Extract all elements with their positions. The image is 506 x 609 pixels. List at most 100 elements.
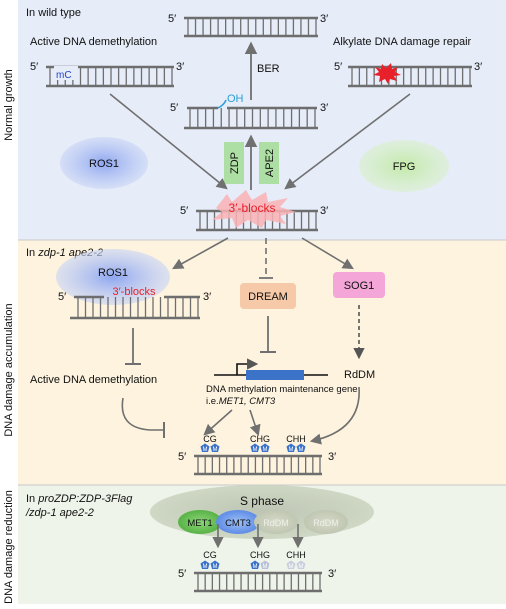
p3-chg-label: CHG xyxy=(250,550,270,560)
dna-p2-5-label: 5′ xyxy=(178,451,186,463)
p3-cg-label: CG xyxy=(203,550,217,560)
dna-top-3-label: 3′ xyxy=(320,13,328,25)
blocks-to-ros1-arrow xyxy=(172,237,229,270)
s-phase-label: S phase xyxy=(240,494,284,508)
svg-text:M: M xyxy=(203,564,208,570)
dream-box xyxy=(240,283,296,309)
methyl-mark: M xyxy=(210,443,220,453)
svg-text:M: M xyxy=(263,564,268,570)
methyl-mark: M xyxy=(260,560,270,570)
blocks-to-sog1-arrow xyxy=(301,237,354,270)
blocks-label: 3′-blocks xyxy=(229,201,276,215)
svg-text:M: M xyxy=(263,447,268,453)
met1-ellipse xyxy=(178,510,222,534)
rddm-ellipse-1 xyxy=(254,510,298,534)
methyl-mark: M xyxy=(260,443,270,453)
methyl-mark: M xyxy=(286,443,296,453)
ape2-box xyxy=(259,142,279,184)
methyl-mark: M xyxy=(250,443,260,453)
svg-text:M: M xyxy=(299,447,304,453)
dna-blocks-3-label: 3′ xyxy=(320,205,328,217)
dream-label: DREAM xyxy=(248,291,288,303)
rddm-to-chh-arrow xyxy=(309,386,360,445)
ros1-blocks-blocks-label: 3′-blocks xyxy=(112,286,156,298)
side-label-damage-reduction: DNA damage reduction xyxy=(3,490,15,604)
ros1-blocks-ellipse xyxy=(56,249,170,305)
gene-line2: i.e.MET1, CMT3 xyxy=(206,396,276,407)
dna-p3-5-label: 5′ xyxy=(178,568,186,580)
sog1-label: SOG1 xyxy=(344,280,375,292)
dna-right-5-label: 5′ xyxy=(334,61,342,73)
dna-p2-methylated xyxy=(194,454,322,476)
svg-text:M: M xyxy=(289,564,294,570)
panel1-title: In wild type xyxy=(26,7,81,19)
gene-to-chg-arrow xyxy=(249,409,261,437)
p2-cg-label: CG xyxy=(203,434,217,444)
dna-left-3-label: 3′ xyxy=(176,61,184,73)
dna-blocks-5-label: 5′ xyxy=(180,205,188,217)
active-demethylation-label: Active DNA demethylation xyxy=(30,36,157,48)
methyl-mark: M xyxy=(250,560,260,570)
p3-methyl-marks: M M M M M M xyxy=(200,560,306,570)
gene-line1: DNA methylation maintenance gene xyxy=(206,384,358,395)
rddm-ellipse-2 xyxy=(304,510,348,534)
zdp-label: ZDP xyxy=(229,152,241,174)
rddm-label-1: RdDM xyxy=(263,518,289,528)
dna-p3-methylated xyxy=(194,571,322,593)
side-label-damage-accumulation: DNA damage accumulation xyxy=(3,303,15,436)
svg-text:M: M xyxy=(253,447,258,453)
svg-text:M: M xyxy=(213,564,218,570)
dna-right-alkyl xyxy=(348,65,472,88)
alkylate-repair-label: Alkylate DNA damage repair xyxy=(333,36,472,48)
dna-mid-3-label: 3′ xyxy=(320,102,328,114)
svg-text:M: M xyxy=(289,447,294,453)
ape2-label: APE2 xyxy=(264,149,276,177)
cmt3-label: CMT3 xyxy=(225,518,251,529)
oh-label: OH xyxy=(227,93,244,105)
svg-text:M: M xyxy=(213,447,218,453)
panel2-active-demethylation-label: Active DNA demethylation xyxy=(30,374,157,386)
dna-ros1-blocks xyxy=(70,295,200,320)
zdp-box xyxy=(224,142,244,184)
dna-ros1-3-label: 3′ xyxy=(203,291,211,303)
rddm-label-2: RdDM xyxy=(313,518,339,528)
svg-text:M: M xyxy=(299,564,304,570)
promoter-arrow xyxy=(236,358,259,375)
p2-chg-label: CHG xyxy=(250,434,270,444)
dna-middle-oh xyxy=(184,106,318,130)
ber-label: BER xyxy=(257,63,280,75)
mc-label: mC xyxy=(56,70,72,81)
methyl-mark: M xyxy=(296,560,306,570)
dna-top xyxy=(184,16,318,38)
gene-to-cg-arrow xyxy=(203,409,233,436)
fpg-ellipse xyxy=(359,140,449,192)
dna-p2-3-label: 3′ xyxy=(328,451,336,463)
p3-chh-label: CHH xyxy=(286,550,306,560)
dna-mid-5-label: 5′ xyxy=(170,102,178,114)
methyl-mark: M xyxy=(200,443,210,453)
methyl-mark: M xyxy=(296,443,306,453)
p2-methyl-marks: M M M M M M xyxy=(200,443,306,453)
dna-right-3-label: 3′ xyxy=(474,61,482,73)
ros1-ellipse xyxy=(60,137,148,189)
ros1-blocks-label: ROS1 xyxy=(98,267,128,279)
panel3-title-line1: In proZDP:ZDP-3Flag xyxy=(26,493,133,505)
svg-text:M: M xyxy=(253,564,258,570)
methyl-mark: M xyxy=(200,560,210,570)
rddm-label: RdDM xyxy=(344,369,375,381)
dna-ros1-5-label: 5′ xyxy=(58,291,66,303)
p2-chh-label: CHH xyxy=(286,434,306,444)
methyl-mark: M xyxy=(286,560,296,570)
met1-label: MET1 xyxy=(187,518,212,529)
blocks-burst-icon xyxy=(212,190,296,228)
dna-top-5-label: 5′ xyxy=(168,13,176,25)
alkylate-to-blocks-arrow xyxy=(284,93,411,190)
demethylation-inhibit-path xyxy=(121,397,164,431)
demethylation-to-blocks-arrow xyxy=(109,93,228,190)
ros1-label: ROS1 xyxy=(89,158,119,170)
sog1-box xyxy=(333,272,385,298)
panel3-title-line2: /zdp-1 ape2-2 xyxy=(25,507,94,519)
dna-left-5-label: 5′ xyxy=(30,61,38,73)
